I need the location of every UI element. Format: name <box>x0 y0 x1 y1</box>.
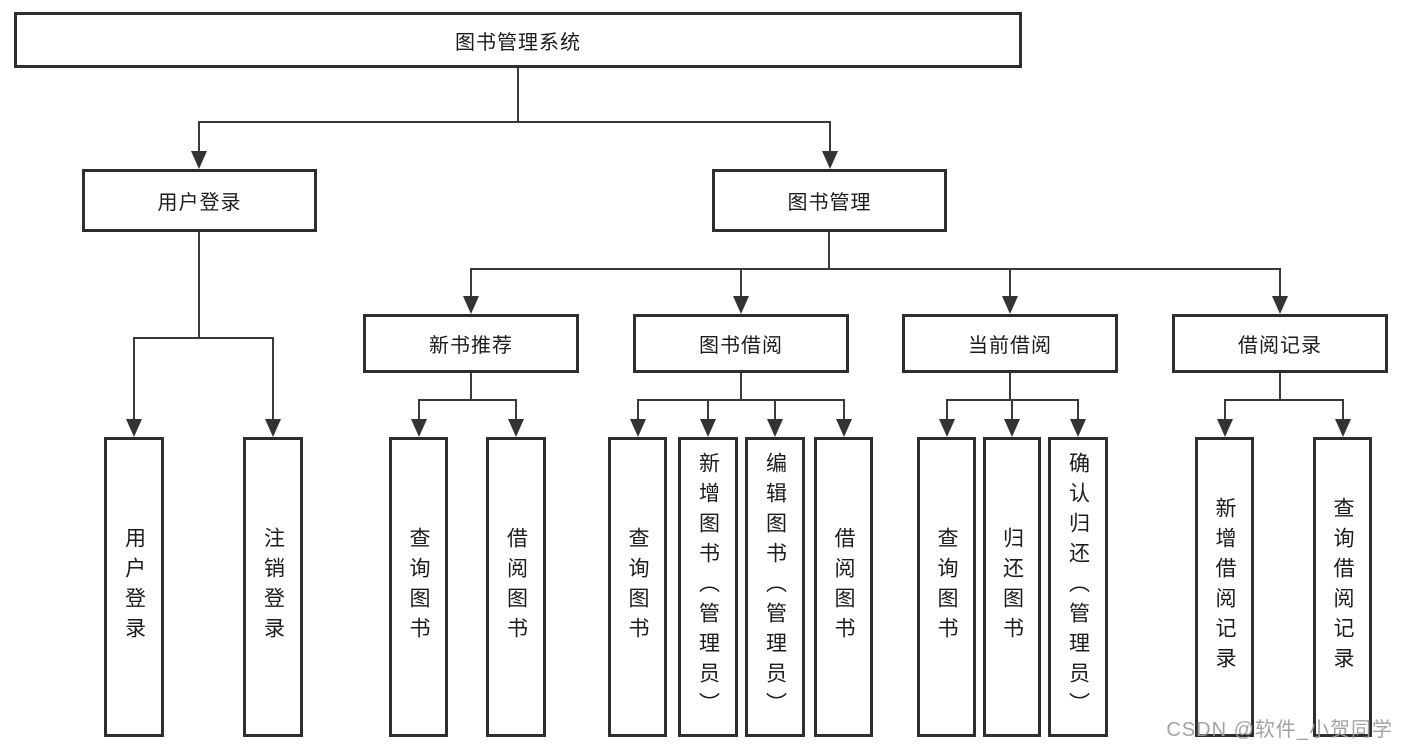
node-new-book-recommend-label: 新书推荐 <box>429 335 513 357</box>
connector-to-leaf <box>1011 399 1013 421</box>
leaf-add-books-admin-label: 新增图书（管理员） <box>696 452 720 722</box>
connector-new-books-bar <box>418 399 517 401</box>
leaf-user-login: 用户登录 <box>104 437 164 737</box>
connector-root-bar <box>198 121 831 123</box>
connector-root-stem <box>517 68 519 122</box>
arrow-down-icon <box>822 151 838 169</box>
arrow-down-icon <box>508 419 524 437</box>
connector-book-mgmt-bar <box>470 268 1281 270</box>
leaf-query-books-current-label: 查询图书 <box>935 527 958 647</box>
arrow-down-icon <box>767 419 783 437</box>
arrow-down-icon <box>265 419 281 437</box>
leaf-logout: 注销登录 <box>243 437 303 737</box>
connector-book-borrow-stem <box>740 373 742 401</box>
connector-borrow-records-stem <box>1279 373 1281 401</box>
arrow-down-icon <box>630 419 646 437</box>
arrow-down-icon <box>463 296 479 314</box>
connector-to-current-borrow <box>1009 268 1011 298</box>
node-book-borrowing-label: 图书借阅 <box>699 335 783 357</box>
node-new-book-recommend: 新书推荐 <box>363 314 579 373</box>
leaf-logout-label: 注销登录 <box>261 527 285 647</box>
connector-to-leaf <box>1077 399 1079 421</box>
connector-to-leaf <box>637 399 639 421</box>
leaf-borrow-books-borrowing: 借阅图书 <box>814 437 873 737</box>
arrow-down-icon <box>1002 296 1018 314</box>
leaf-return-books: 归还图书 <box>983 437 1041 737</box>
arrow-down-icon <box>191 151 207 169</box>
csdn-watermark: CSDN @软件_小贺同学 <box>1166 719 1393 741</box>
connector-to-book-mgmt <box>829 121 831 153</box>
arrow-down-icon <box>1272 296 1288 314</box>
connector-current-borrow-stem <box>1009 373 1011 401</box>
leaf-query-books-recommend: 查询图书 <box>389 437 448 737</box>
connector-to-new-books <box>470 268 472 298</box>
leaf-borrow-books-recommend: 借阅图书 <box>486 437 546 737</box>
arrow-down-icon <box>1070 419 1086 437</box>
connector-new-books-stem <box>470 373 472 401</box>
connector-book-mgmt-stem <box>828 232 830 270</box>
leaf-confirm-return-admin: 确认归还（管理员） <box>1048 437 1108 737</box>
leaf-borrow-books-borrowing-label: 借阅图书 <box>832 527 855 647</box>
connector-to-leaf <box>774 399 776 421</box>
connector-to-leaf-login <box>133 337 135 421</box>
leaf-query-books-recommend-label: 查询图书 <box>407 527 430 647</box>
connector-user-login-stem <box>198 232 200 339</box>
connector-to-leaf-logout <box>272 337 274 421</box>
arrow-down-icon <box>1004 419 1020 437</box>
connector-to-leaf <box>515 399 517 421</box>
arrow-down-icon <box>1217 419 1233 437</box>
leaf-query-books-borrowing: 查询图书 <box>608 437 667 737</box>
connector-to-user-login <box>198 121 200 153</box>
node-book-management: 图书管理 <box>712 169 947 232</box>
node-user-login: 用户登录 <box>82 169 317 232</box>
leaf-edit-books-admin: 编辑图书（管理员） <box>745 437 805 737</box>
connector-to-book-borrow <box>740 268 742 298</box>
connector-to-leaf <box>1342 399 1344 421</box>
leaf-add-books-admin: 新增图书（管理员） <box>678 437 738 737</box>
connector-to-leaf <box>707 399 709 421</box>
leaf-query-borrow-record: 查询借阅记录 <box>1313 437 1372 737</box>
leaf-return-books-label: 归还图书 <box>1000 527 1024 647</box>
node-user-login-label: 用户登录 <box>157 192 242 214</box>
leaf-query-books-borrowing-label: 查询图书 <box>626 527 649 647</box>
node-root-label: 图书管理系统 <box>455 31 581 54</box>
node-current-borrowing-label: 当前借阅 <box>968 335 1052 357</box>
connector-to-leaf <box>843 399 845 421</box>
leaf-borrow-books-recommend-label: 借阅图书 <box>504 527 528 647</box>
arrow-down-icon <box>700 419 716 437</box>
arrow-down-icon <box>411 419 427 437</box>
arrow-down-icon <box>126 419 142 437</box>
arrow-down-icon <box>836 419 852 437</box>
connector-to-borrow-records <box>1279 268 1281 298</box>
node-borrowing-records-label: 借阅记录 <box>1238 335 1322 357</box>
leaf-query-borrow-record-label: 查询借阅记录 <box>1331 497 1354 677</box>
leaf-query-books-current: 查询图书 <box>917 437 976 737</box>
leaf-confirm-return-admin-label: 确认归还（管理员） <box>1066 452 1090 722</box>
connector-user-login-bar <box>133 337 274 339</box>
connector-to-leaf <box>418 399 420 421</box>
node-borrowing-records: 借阅记录 <box>1172 314 1388 373</box>
connector-to-leaf <box>946 399 948 421</box>
leaf-add-borrow-record: 新增借阅记录 <box>1195 437 1254 737</box>
leaf-add-borrow-record-label: 新增借阅记录 <box>1213 497 1236 677</box>
connector-to-leaf <box>1224 399 1226 421</box>
arrow-down-icon <box>939 419 955 437</box>
arrow-down-icon <box>733 296 749 314</box>
arrow-down-icon <box>1335 419 1351 437</box>
node-book-borrowing: 图书借阅 <box>633 314 849 373</box>
node-current-borrowing: 当前借阅 <box>902 314 1118 373</box>
node-root: 图书管理系统 <box>14 12 1022 68</box>
connector-book-borrow-bar <box>637 399 845 401</box>
leaf-user-login-label: 用户登录 <box>122 527 146 647</box>
node-book-management-label: 图书管理 <box>787 192 872 214</box>
connector-borrow-records-bar <box>1224 399 1343 401</box>
leaf-edit-books-admin-label: 编辑图书（管理员） <box>763 452 787 722</box>
